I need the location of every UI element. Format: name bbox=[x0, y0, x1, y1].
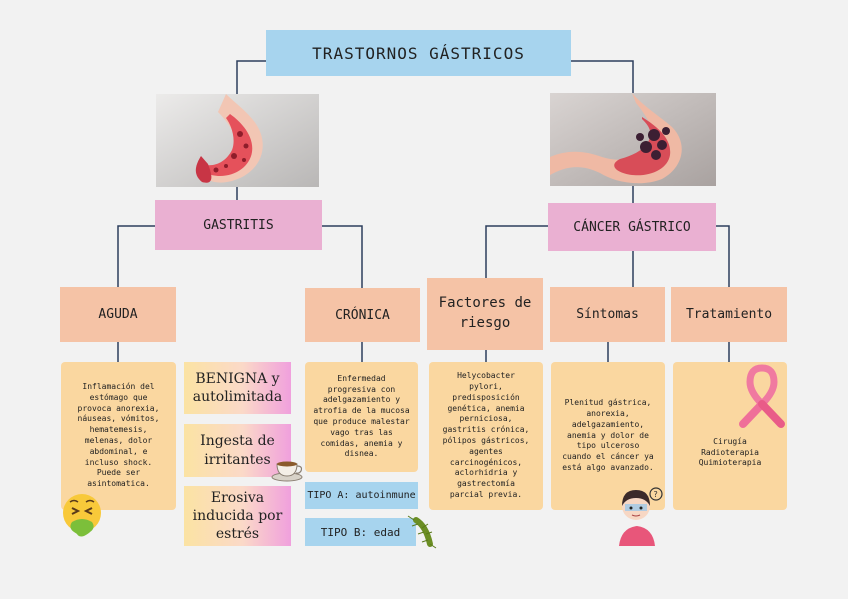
benigna-type: BENIGNA y autolimitada bbox=[184, 362, 291, 414]
aguda-node: AGUDA bbox=[60, 287, 176, 342]
ingesta-irritantes-type: Ingesta de irritantes bbox=[184, 424, 291, 477]
bacteria-icon bbox=[407, 515, 437, 549]
connector-gastritis-aguda bbox=[117, 225, 155, 287]
connector-cancer-factores bbox=[485, 225, 548, 278]
sintomas-description: Plenitud gástrica, anorexia, adelgazamie… bbox=[551, 362, 665, 510]
connector-cancer-tratamiento bbox=[716, 225, 730, 288]
factores-riesgo-description: Helycobacter pylori, predisposición gené… bbox=[429, 362, 543, 510]
gastritis-stomach-image bbox=[156, 94, 319, 187]
pink-ribbon-icon bbox=[739, 364, 785, 428]
tipo-a-label: TIPO A: autoinmune bbox=[305, 482, 418, 509]
connector-gastritis-cronica bbox=[322, 225, 363, 288]
cancer-gastrico-node: CÁNCER GÁSTRICO bbox=[548, 203, 716, 251]
tratamiento-description: Cirugía Radioterapia Quimioterapia bbox=[673, 362, 787, 510]
cancer-stomach-image bbox=[550, 93, 716, 186]
cronica-description: Enfermedad progresiva con adelgazamiento… bbox=[305, 362, 418, 472]
svg-text:?: ? bbox=[654, 490, 658, 499]
tea-cup-icon bbox=[271, 461, 303, 482]
nauseous-face-icon bbox=[63, 494, 101, 537]
cronica-node: CRÓNICA bbox=[305, 288, 420, 342]
factores-riesgo-node: Factores de riesgo bbox=[427, 278, 543, 350]
sintomas-node: Síntomas bbox=[550, 287, 665, 342]
tipo-b-label: TIPO B: edad bbox=[305, 518, 416, 546]
worried-girl-icon: ? bbox=[619, 487, 663, 546]
gastritis-node: GASTRITIS bbox=[155, 200, 322, 250]
erosiva-estres-type: Erosiva inducida por estrés bbox=[184, 486, 291, 546]
main-title: TRASTORNOS GÁSTRICOS bbox=[266, 30, 571, 76]
aguda-description: Inflamación del estómago que provoca ano… bbox=[61, 362, 176, 510]
tratamiento-node: Tratamiento bbox=[671, 287, 787, 342]
